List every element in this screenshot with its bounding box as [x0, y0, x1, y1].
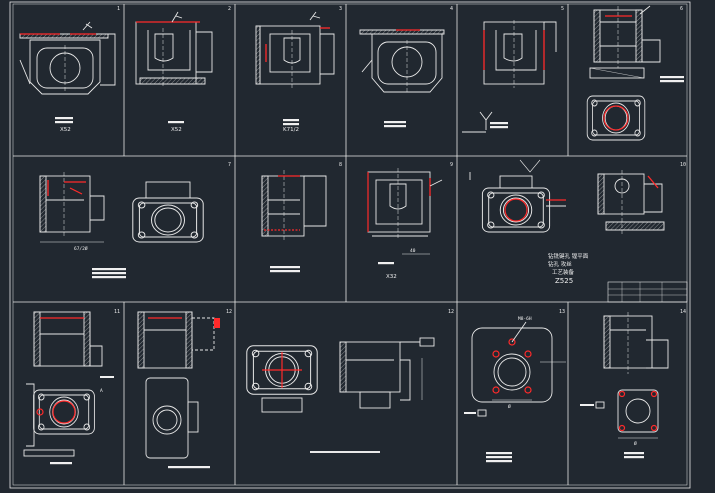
caption-cell-2: X52 [171, 127, 182, 133]
dim-cell-13a: M8-6H [518, 316, 532, 322]
cell-number-4: 4 [450, 6, 453, 12]
cell-number-12a: 12 [226, 309, 232, 315]
caption-cell-1: X52 [60, 127, 71, 133]
cell-number-5: 5 [561, 6, 564, 12]
view-cell-10: 钻铣键孔 镗平面 钻孔 攻丝 工艺装备 Z525 [469, 159, 665, 285]
view-cell-1: X52 [19, 21, 116, 133]
view-cell-13: M8-6H Ø [464, 316, 566, 463]
view-cell-7: 67/2Ø [39, 172, 204, 279]
view-cell-5 [462, 20, 557, 133]
view-cell-9: 40 X32 [367, 168, 443, 280]
cell-number-14: 14 [680, 309, 686, 315]
dim-cell-7: 67/2Ø [74, 245, 88, 252]
cell-number-8: 8 [339, 162, 342, 168]
cell-number-12b: 12 [448, 309, 454, 315]
dim-cell-9: 40 [410, 248, 416, 254]
dim-cell-13b: Ø [508, 403, 511, 410]
dim-cell-11: A [100, 388, 103, 394]
view-cell-11: A [23, 311, 114, 465]
view-cell-14: Ø [580, 312, 669, 459]
view-cell-12b [246, 337, 435, 453]
view-cell-2: X52 [135, 11, 213, 133]
cell-number-labels: 1 2 3 4 5 6 7 8 9 10 11 12 12 13 14 [114, 6, 686, 315]
note-line-3: 工艺装备 [552, 268, 575, 276]
note-line-4: Z525 [555, 277, 573, 285]
cell-number-6: 6 [680, 6, 683, 12]
cell-number-7: 7 [228, 162, 231, 168]
note-line-1: 钻铣键孔 镗平面 [548, 252, 589, 260]
view-cell-8 [261, 170, 327, 273]
note-line-2: 钻孔 攻丝 [548, 260, 572, 268]
dim-cell-14: Ø [634, 440, 637, 447]
sheet-frame [9, 1, 691, 489]
caption-cell-3: K71/2 [283, 127, 299, 133]
cell-number-9: 9 [450, 162, 453, 168]
caption-cell-9: X32 [386, 274, 397, 280]
view-cell-12a [137, 311, 220, 469]
cell-number-3: 3 [339, 6, 342, 12]
view-cell-4 [359, 29, 445, 128]
cell-number-13: 13 [559, 309, 565, 315]
view-cell-6 [586, 5, 684, 141]
cell-number-1: 1 [117, 6, 120, 12]
cell-number-2: 2 [228, 6, 231, 12]
view-cell-3: K71/2 [255, 11, 335, 133]
cell-number-11: 11 [114, 309, 120, 315]
cell-number-10: 10 [680, 162, 686, 168]
